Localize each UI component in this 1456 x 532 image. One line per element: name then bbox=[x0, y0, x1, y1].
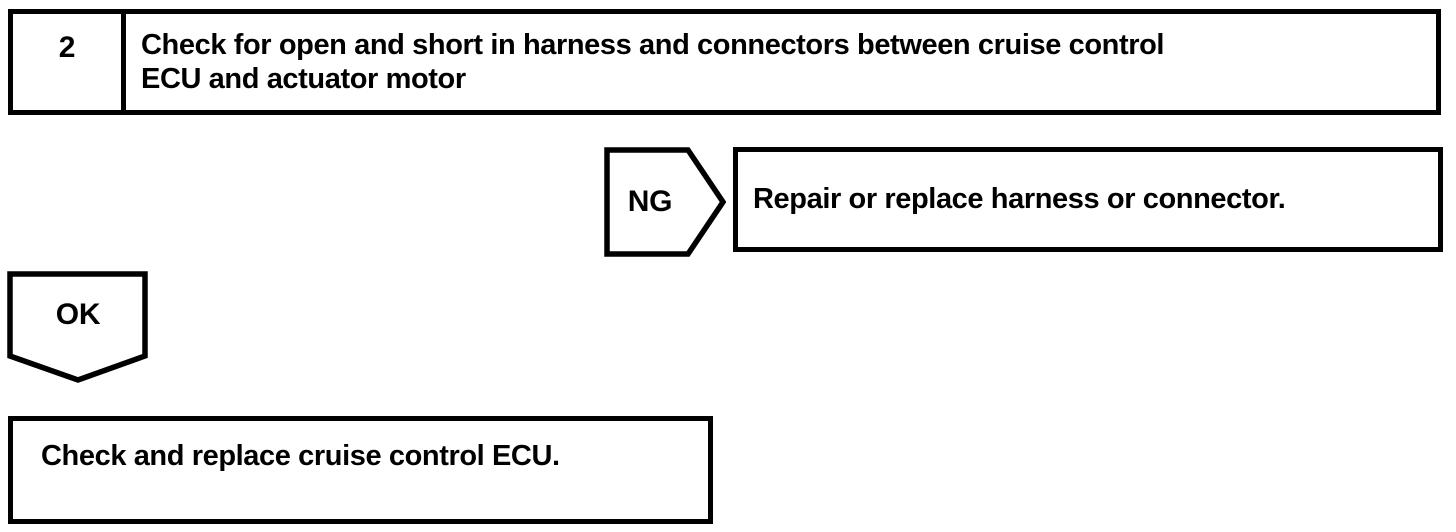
ng-action-text: Repair or replace harness or connector. bbox=[753, 183, 1286, 215]
step-number: 2 bbox=[13, 14, 126, 110]
step-instruction: Check for open and short in harness and … bbox=[126, 14, 1436, 110]
ok-pentagon-icon bbox=[7, 271, 148, 383]
ng-connector-label: NG bbox=[627, 185, 673, 218]
step-box: 2 Check for open and short in harness an… bbox=[8, 9, 1441, 115]
ng-action-box: Repair or replace harness or connector. bbox=[733, 147, 1443, 252]
ok-result-box: Check and replace cruise control ECU. bbox=[8, 416, 713, 524]
step-instruction-line-1: Check for open and short in harness and … bbox=[141, 29, 1165, 61]
ok-result-text: Check and replace cruise control ECU. bbox=[41, 440, 560, 472]
ok-connector-label: OK bbox=[55, 298, 101, 331]
ok-connector-shape bbox=[7, 271, 148, 383]
ng-pentagon-icon bbox=[604, 147, 726, 257]
ng-connector-shape bbox=[604, 147, 726, 257]
step-instruction-line-2: ECU and actuator motor bbox=[141, 63, 466, 95]
